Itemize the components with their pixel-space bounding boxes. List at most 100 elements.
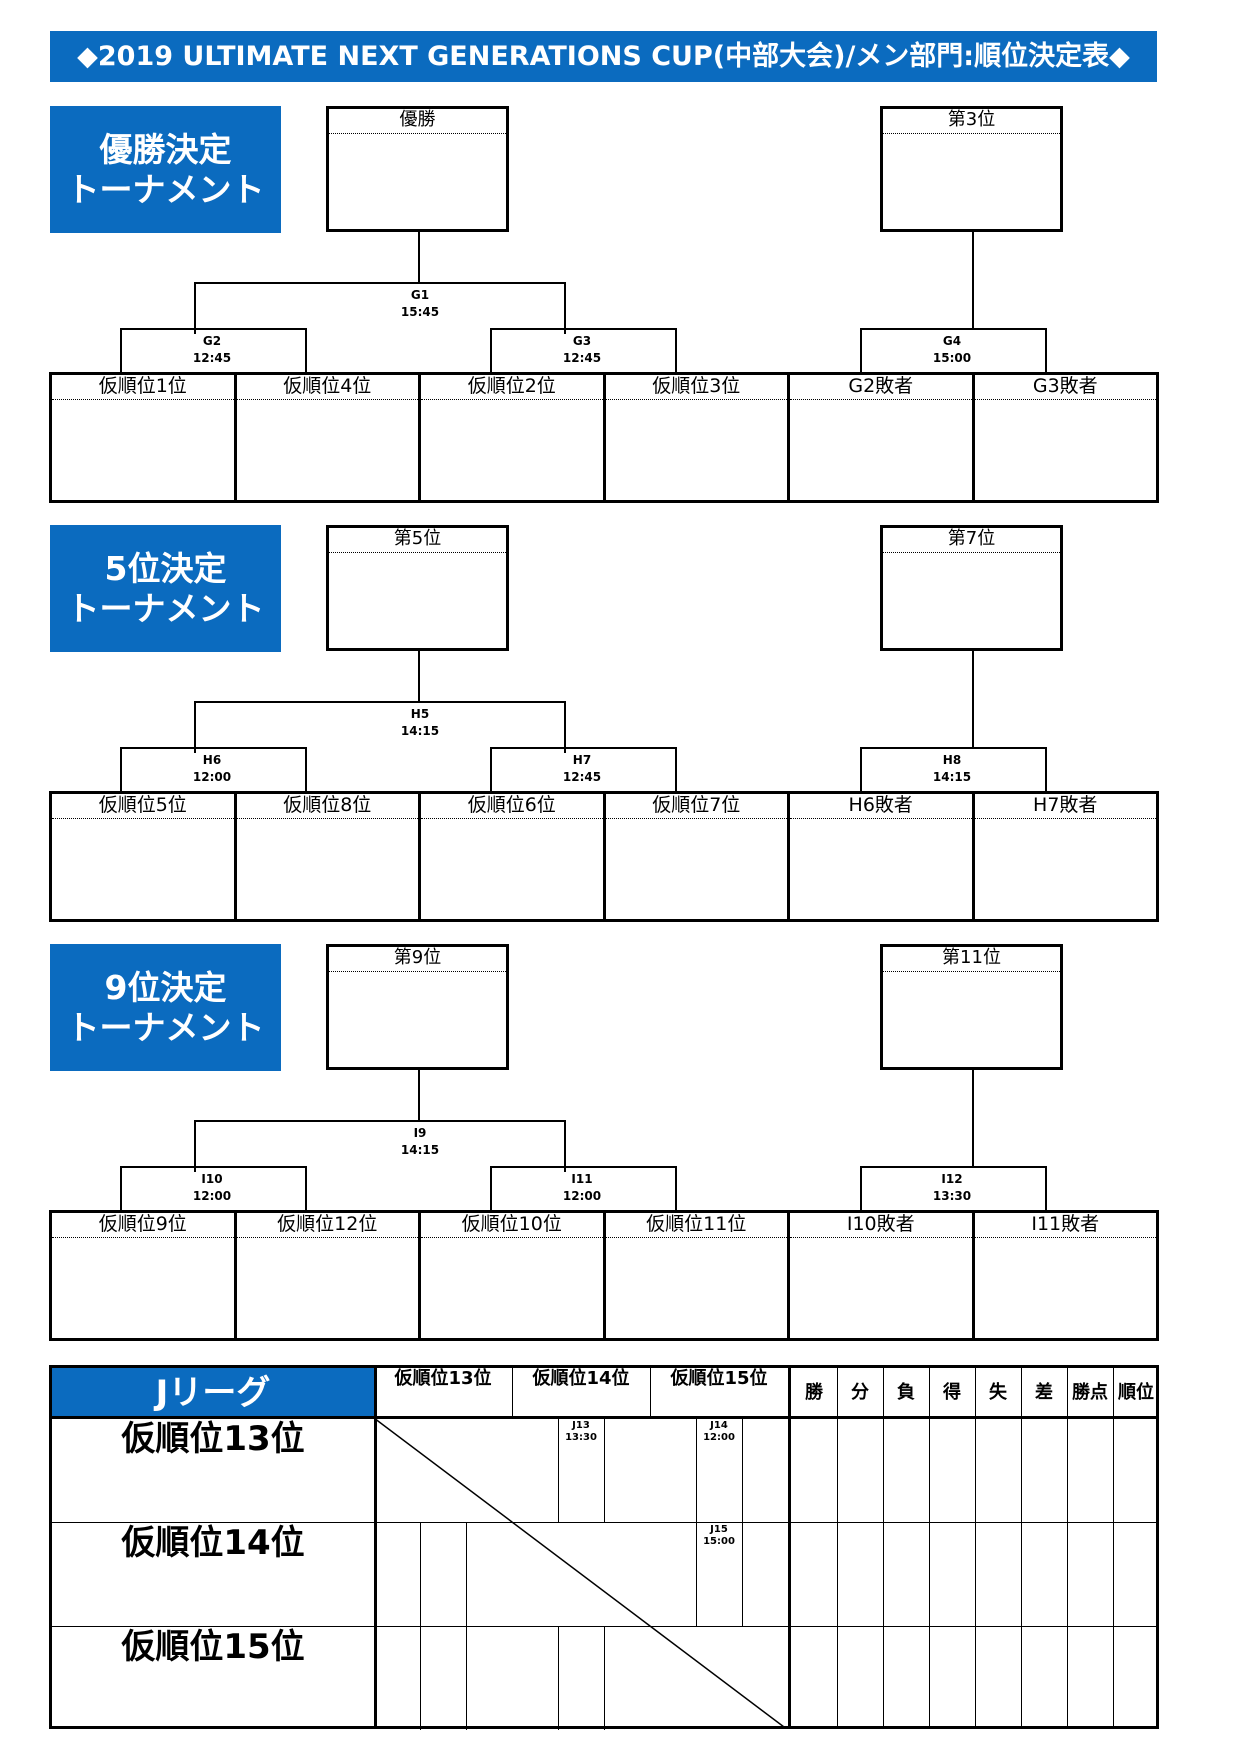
bracket-line (489, 328, 492, 372)
match-time: 12:00 (703, 1432, 735, 1443)
bracket-line (304, 328, 307, 372)
match-code: H7 (572, 753, 592, 767)
match-time: 14:15 (400, 1143, 440, 1157)
bracket-line (194, 1120, 196, 1172)
bracket-line (489, 1166, 677, 1168)
j-league-column-head: 仮順位14位 (532, 1368, 630, 1389)
section-label-line2: トーナメント (66, 588, 265, 628)
section-label-line1: 優勝決定 (99, 129, 232, 169)
team-slot-label: 仮順位10位 (421, 1213, 603, 1238)
table-rule-v (650, 1368, 651, 1418)
bracket-line (1044, 747, 1047, 791)
bracket-line (119, 747, 307, 749)
section-label: 5位決定トーナメント (50, 525, 281, 652)
team-slot-label: 仮順位7位 (605, 794, 787, 819)
match-label: I9 14:15 (360, 1125, 480, 1159)
team-slot: G3敗者 (974, 375, 1156, 500)
match-time: 14:15 (400, 724, 440, 738)
team-slot: G2敗者 (790, 375, 975, 500)
bracket-line (489, 747, 492, 791)
bracket-line (674, 747, 677, 791)
team-slot: 仮順位6位 (421, 794, 606, 919)
result-box-label: 第3位 (883, 109, 1060, 134)
bracket-line (859, 328, 862, 372)
result-box-right: 第7位 (880, 525, 1063, 651)
j-league-diagonal (511, 1521, 651, 1627)
j-league-stat-head: 差 (1035, 1382, 1053, 1403)
team-slot: I10敗者 (790, 1213, 975, 1338)
team-slot: 仮順位4位 (236, 375, 421, 500)
j-league-column-head: 仮順位15位 (670, 1368, 768, 1389)
j-league-table: Jリーグ 仮順位13位仮順位14位仮順位15位勝分負得失差勝点順位仮順位13位仮… (49, 1365, 1159, 1730)
match-code: J14 (710, 1420, 728, 1431)
match-time: 12:45 (192, 351, 232, 365)
bracket-line (859, 1166, 862, 1210)
bracket-line (674, 1166, 677, 1210)
table-rule-v (975, 1368, 976, 1726)
team-slot-label: H6敗者 (790, 794, 972, 819)
team-slot-label: 仮順位11位 (605, 1213, 787, 1238)
table-rule-v (788, 1368, 791, 1726)
bracket-line (418, 651, 420, 702)
bracket-line (859, 747, 1047, 749)
match-code: H5 (410, 707, 430, 721)
team-slot-label: 仮順位5位 (52, 794, 234, 819)
team-slot-label: 仮順位12位 (236, 1213, 418, 1238)
table-rule-h (52, 1522, 1156, 1523)
bracket-line (1044, 1166, 1047, 1210)
team-slot-label: 仮順位6位 (421, 794, 603, 819)
team-slot-label: 仮順位2位 (421, 375, 603, 400)
j-league-diagonals (373, 1417, 784, 1726)
bracket-line (194, 701, 566, 703)
table-rule-v (604, 1626, 605, 1730)
match-label: I11 12:00 (522, 1171, 642, 1205)
match-label: H5 14:15 (360, 706, 480, 740)
match-code: I11 (571, 1172, 593, 1186)
bracket-line (119, 328, 307, 330)
table-rule-v (374, 1368, 377, 1726)
match-time: 15:00 (703, 1536, 735, 1547)
bracket-line (564, 701, 566, 753)
table-rule-v (1113, 1368, 1114, 1726)
bracket-line (119, 328, 122, 372)
match-time: 15:45 (400, 305, 440, 319)
j-league-stat-head: 分 (851, 1382, 869, 1403)
bracket-line (194, 282, 566, 284)
bracket-line (564, 1120, 566, 1172)
j-league-stat-head: 失 (989, 1382, 1007, 1403)
match-time: 13:30 (565, 1432, 597, 1443)
match-code: I9 (413, 1126, 427, 1140)
j-league-stat-head: 勝 (805, 1382, 823, 1403)
match-code: J13 (572, 1420, 590, 1431)
bracket-line (564, 282, 566, 334)
table-rule-v (466, 1522, 467, 1626)
table-rule-v (420, 1522, 421, 1626)
match-time: 12:45 (562, 770, 602, 784)
match-time: 12:00 (562, 1189, 602, 1203)
team-slot-label: 仮順位8位 (236, 794, 418, 819)
match-time: 13:30 (932, 1189, 972, 1203)
j-league-row-label: 仮順位13位 (121, 1419, 305, 1459)
j-league-column-head: 仮順位13位 (394, 1368, 492, 1389)
table-rule-v (883, 1368, 884, 1726)
team-slot: 仮順位1位 (52, 375, 237, 500)
team-slot: 仮順位11位 (605, 1213, 790, 1338)
bracket-line (489, 1166, 492, 1210)
bracket-line (859, 747, 862, 791)
result-box-left: 第9位 (326, 944, 509, 1070)
result-box-left: 優勝 (326, 106, 509, 232)
match-time: 12:00 (192, 770, 232, 784)
bracket-line (194, 1120, 566, 1122)
bracket-line (674, 328, 677, 372)
team-slot: 仮順位2位 (421, 375, 606, 500)
team-slot: I11敗者 (974, 1213, 1156, 1338)
section-label-line1: 9位決定 (104, 967, 227, 1007)
team-slot-label: 仮順位3位 (605, 375, 787, 400)
match-code: G1 (410, 288, 430, 302)
match-code: H8 (942, 753, 962, 767)
